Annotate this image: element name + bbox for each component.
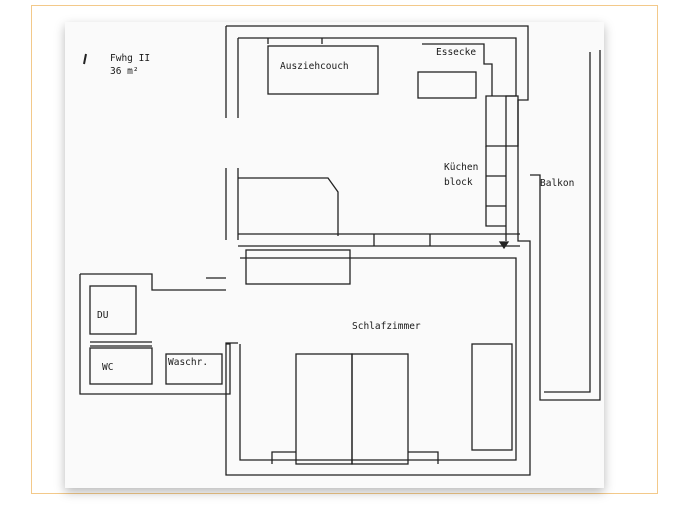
balcony-outline	[530, 50, 601, 401]
bath-partition	[90, 341, 152, 347]
room-label-kuechen-2: block	[444, 177, 473, 188]
bedroom-cabinet	[245, 249, 351, 285]
room-label-wc: WC	[102, 362, 114, 373]
room-label-du: DU	[97, 310, 109, 321]
wall-bump	[238, 177, 339, 236]
tick-mark	[83, 53, 87, 65]
divider-wall	[238, 233, 520, 247]
image-frame	[31, 5, 658, 494]
living-left-wall	[225, 26, 239, 118]
essecke-table	[417, 71, 477, 99]
room-label-kuechen-1: Küchen	[444, 162, 479, 173]
double-bed-left	[295, 353, 353, 465]
living-left-wall-lower	[225, 168, 239, 240]
outer-wall-living	[225, 25, 531, 476]
room-label-essecke: Essecke	[436, 47, 477, 58]
double-bed-right	[351, 353, 409, 465]
du-shower	[89, 285, 137, 335]
wc-box	[89, 347, 153, 385]
couch-back	[267, 38, 323, 44]
bedroom-inner-wall	[239, 257, 517, 461]
ausziehcouch-shape	[267, 45, 379, 95]
waschr-box	[165, 353, 223, 385]
bed-nightstands	[271, 451, 439, 464]
room-label-ausziehcouch: Ausziehcouch	[280, 61, 349, 72]
room-label-waschr: Waschr.	[168, 357, 209, 368]
essecke-bench	[422, 43, 493, 96]
paper-sheet	[65, 22, 604, 488]
kitchen-block-outline	[485, 95, 519, 147]
plan-title-line1: Fwhg II	[110, 53, 151, 64]
arrow-mark	[498, 241, 510, 250]
plan-title-line2: 36 m²	[110, 66, 139, 77]
bedroom-wardrobe	[471, 343, 513, 451]
room-label-schlafzimmer: Schlafzimmer	[352, 321, 421, 332]
bath-outer	[79, 274, 231, 395]
room-label-balkon: Balkon	[540, 178, 575, 189]
door-gap	[373, 234, 431, 246]
corridor-wall-top	[80, 273, 226, 291]
kitchen-counter	[485, 146, 506, 227]
